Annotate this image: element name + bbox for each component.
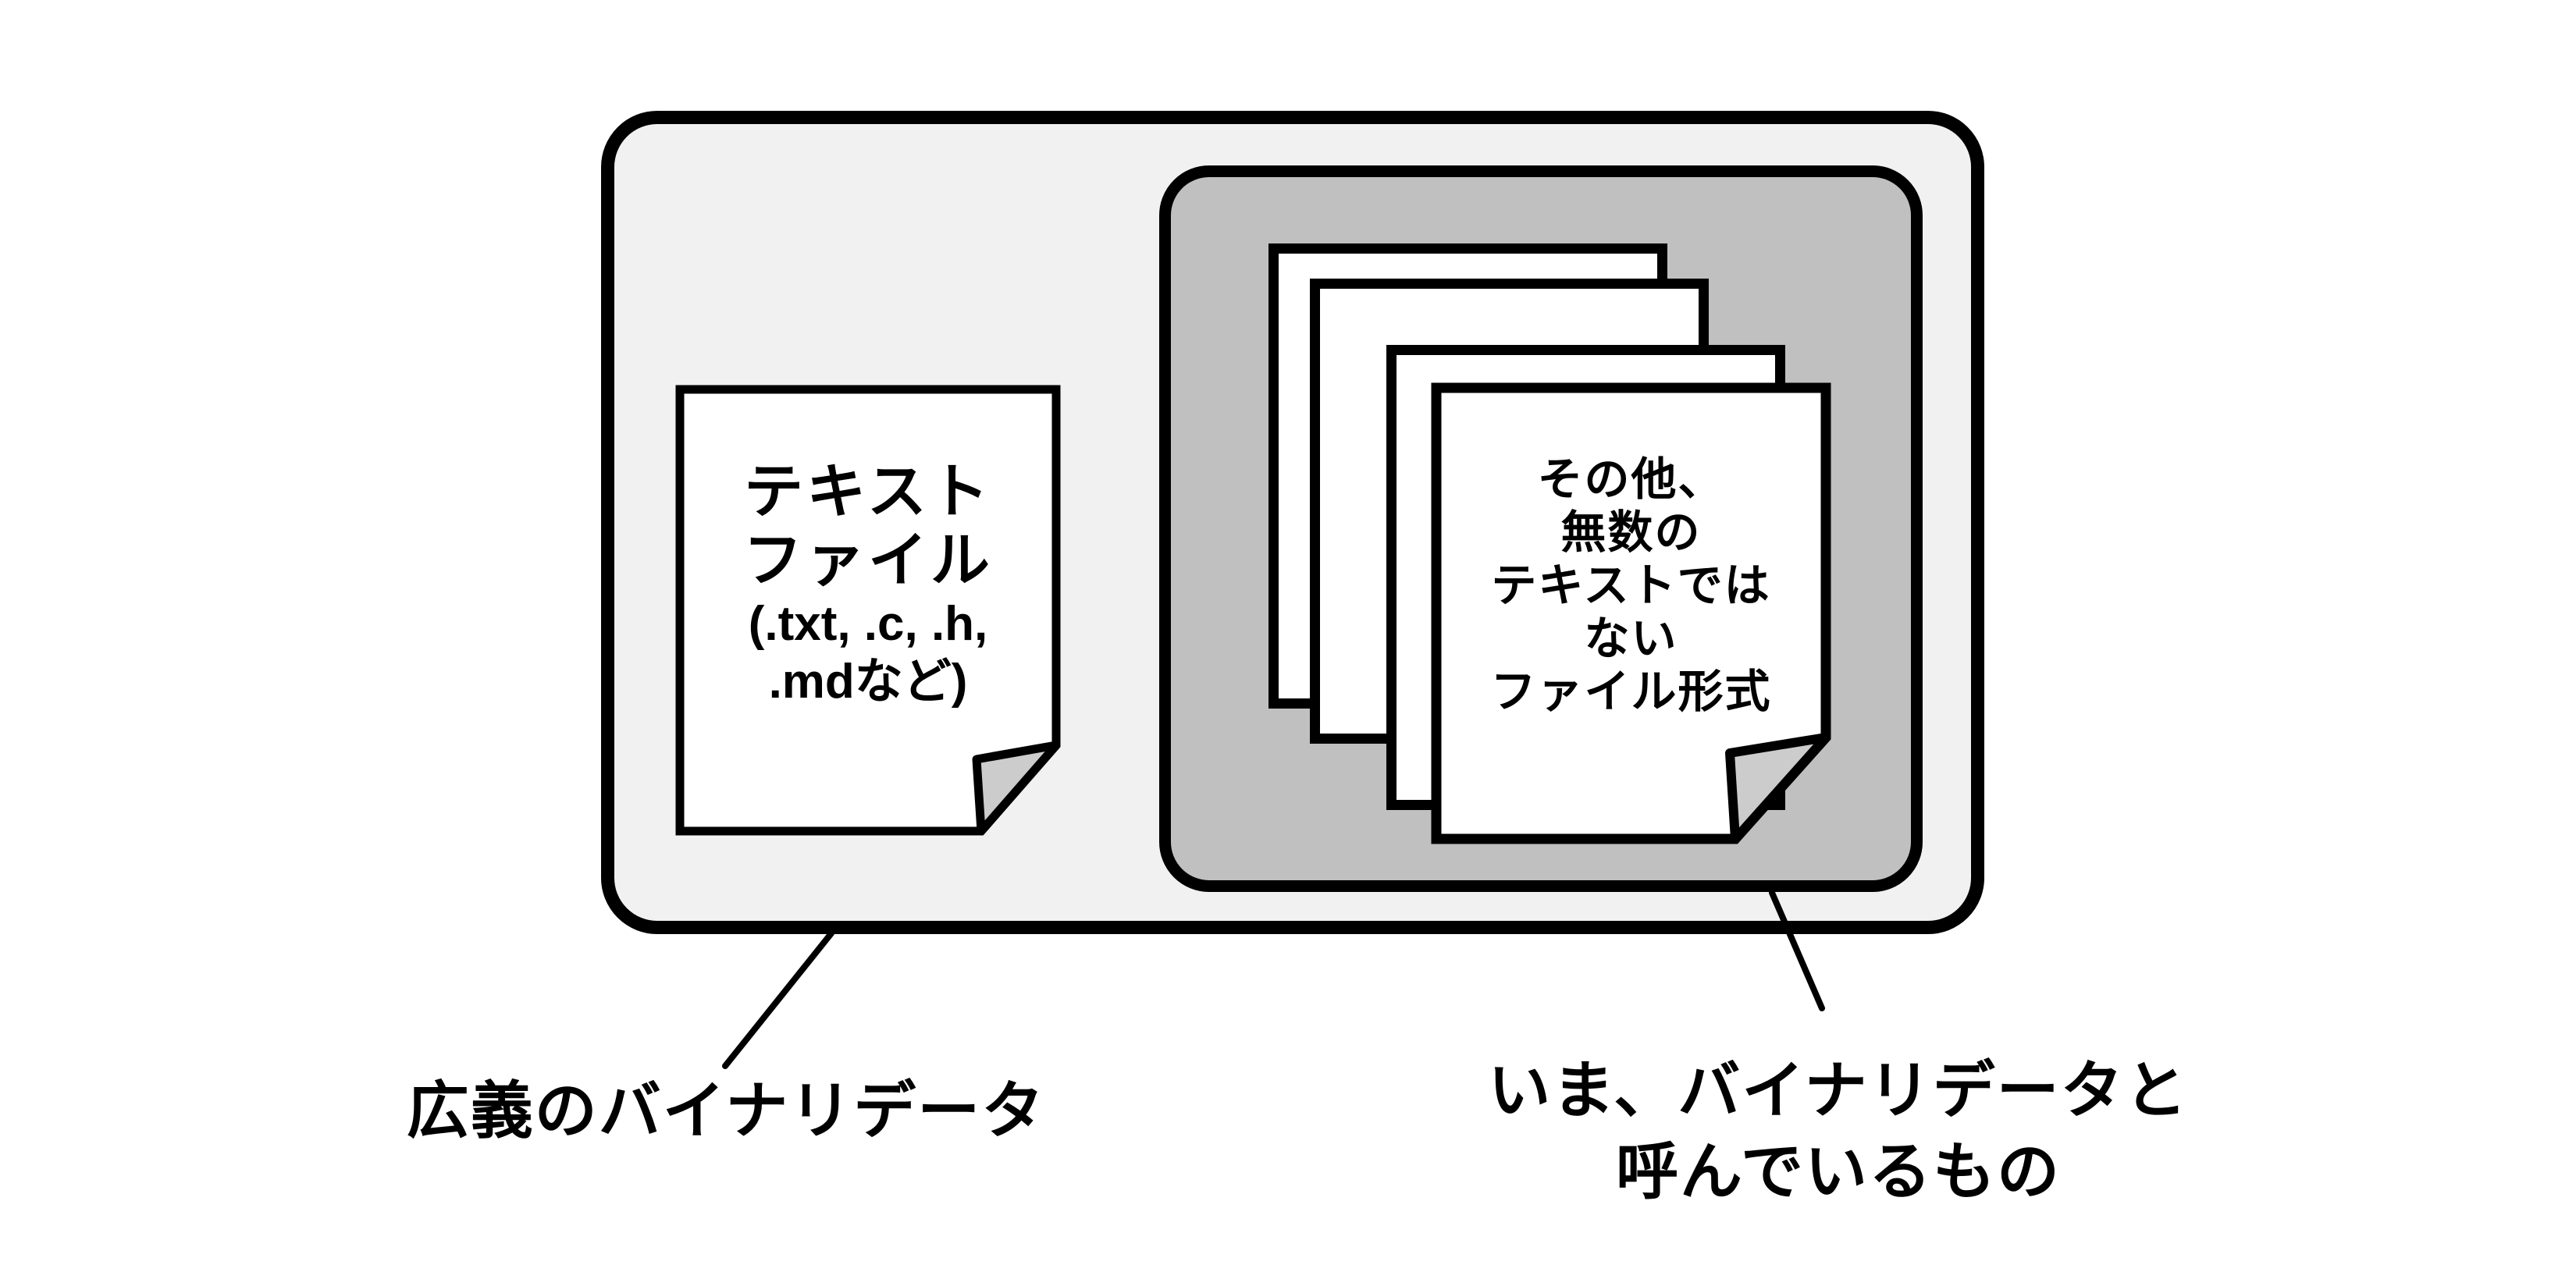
other-files-line: テキストでは — [1491, 560, 1771, 611]
narrow-binary-label-line2: 呼んでいるもの — [1616, 1137, 2061, 1206]
leader-line-outer — [722, 930, 834, 1069]
document-dogear-icon — [1431, 382, 1831, 844]
other-files-line: その他、 — [1537, 454, 1725, 505]
other-files-line: 無数の — [1560, 507, 1702, 558]
text-file-line: テキスト — [744, 458, 992, 525]
text-file-line: (.txt, .c, .h, — [748, 596, 988, 651]
other-files-text: その他、 無数の テキストでは ない ファイル形式 — [1431, 382, 1831, 844]
text-file-line: ファイル — [743, 527, 993, 594]
text-file-line: .mdなど) — [768, 654, 968, 709]
other-files-line: ない — [1584, 613, 1678, 664]
narrow-binary-label: いま、バイナリデータと 呼んでいるもの — [1436, 1050, 2240, 1213]
broad-binary-label: 広義のバイナリデータ — [406, 1076, 1046, 1146]
other-files-line: ファイル形式 — [1490, 666, 1772, 717]
text-file-text: テキスト ファイル (.txt, .c, .h, .mdなど) — [675, 385, 1061, 838]
other-files-document: その他、 無数の テキストでは ない ファイル形式 — [1431, 382, 1831, 844]
text-file-document: テキスト ファイル (.txt, .c, .h, .mdなど) — [675, 385, 1061, 838]
document-dogear-icon — [675, 385, 1061, 836]
narrow-binary-label-line1: いま、バイナリデータと — [1488, 1056, 2189, 1125]
